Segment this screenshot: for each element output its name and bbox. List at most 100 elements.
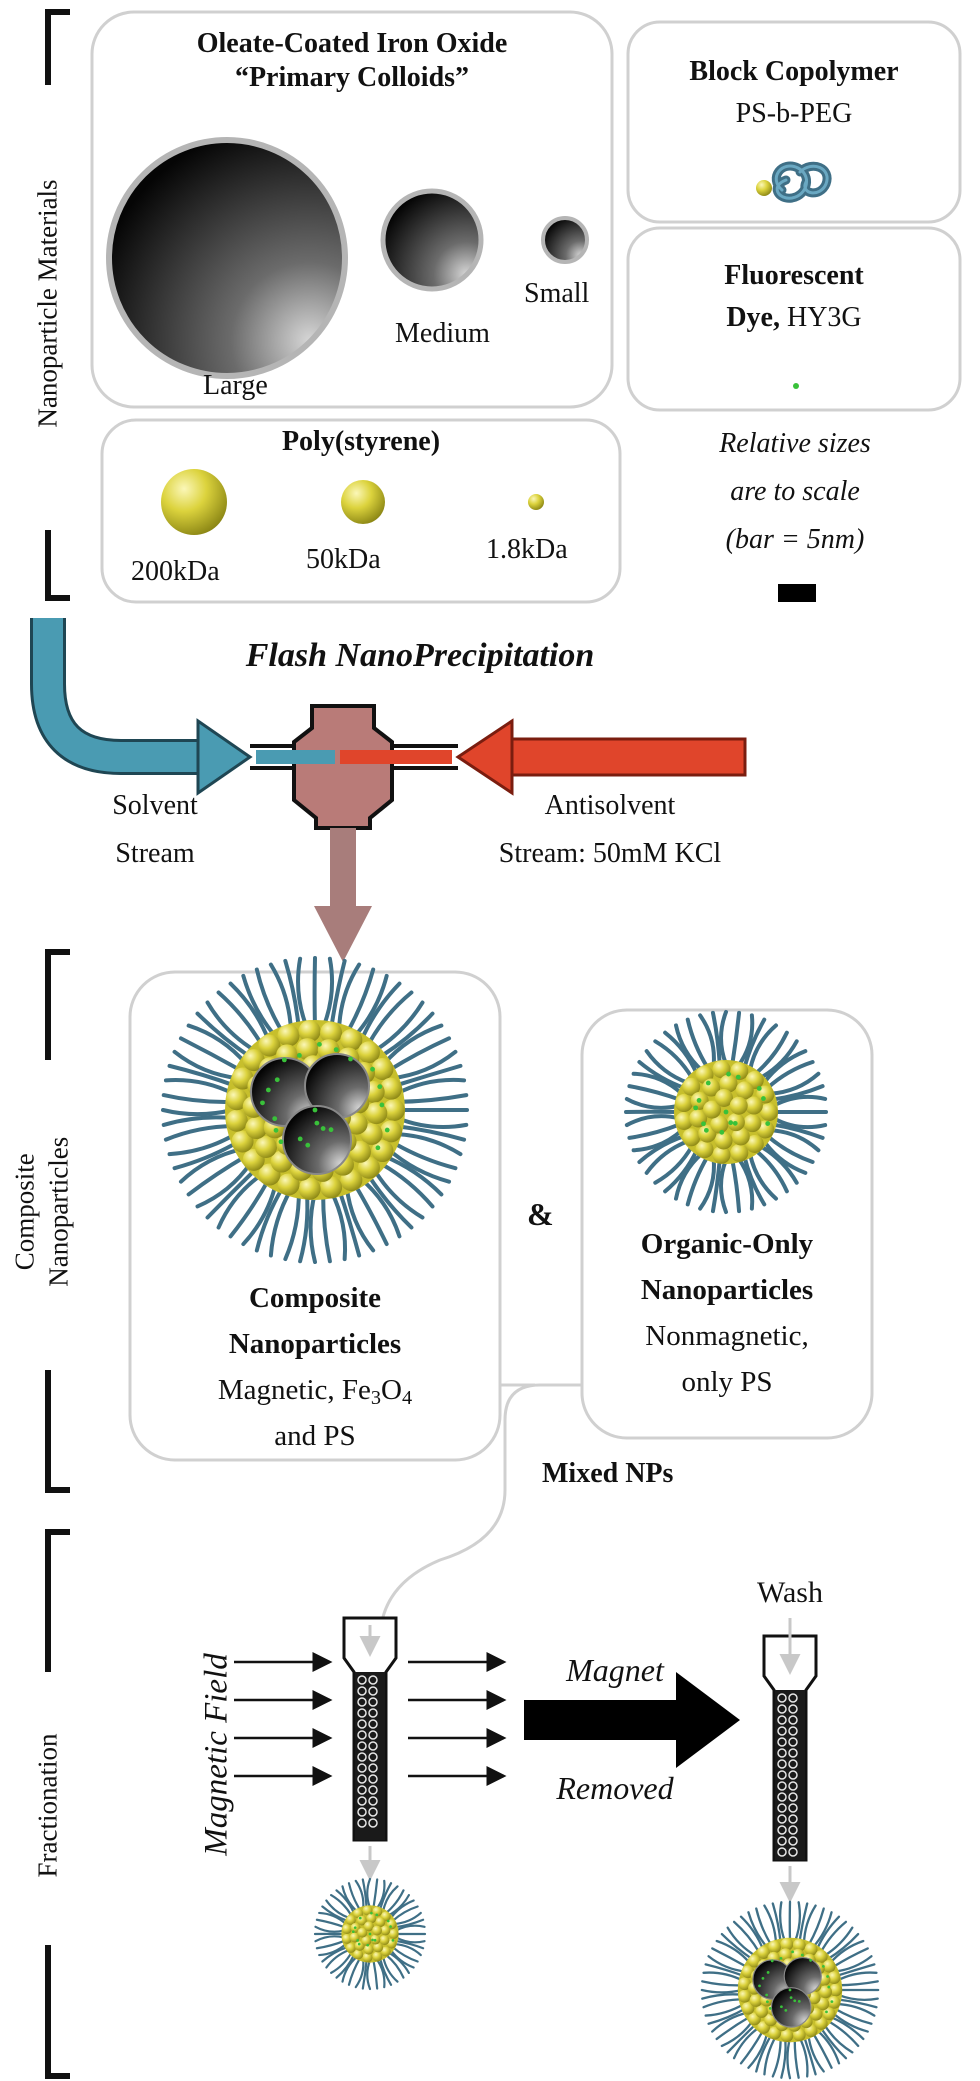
ps-bead — [298, 1177, 321, 1200]
dye-molecule — [265, 1087, 271, 1093]
peg-chain — [394, 1924, 426, 1932]
ps-bead — [743, 1114, 762, 1133]
peg-chain — [354, 1958, 365, 1989]
ps-bead — [380, 1077, 403, 1100]
ps-bead — [296, 1038, 319, 1061]
dye-molecule — [368, 1932, 372, 1936]
dye-molecule — [761, 1976, 765, 1980]
peg-chain — [314, 1935, 346, 1943]
ps-bead — [231, 1130, 254, 1153]
dye-molecule — [784, 2008, 788, 2012]
column-bead — [357, 1686, 367, 1696]
ps-bead — [365, 1102, 388, 1125]
magnet-label: Magnet — [566, 1652, 664, 1688]
ps-bead — [712, 1060, 731, 1079]
large-iron-oxide-particle — [106, 137, 348, 379]
peg-chain — [653, 1143, 695, 1185]
dye-molecule — [328, 1127, 334, 1133]
peg-chain — [325, 1899, 351, 1920]
peg-chain — [768, 1071, 821, 1096]
composite-nanoparticle — [161, 956, 469, 1264]
peg-chain — [366, 1959, 372, 1991]
composite-desc-o: O — [381, 1374, 402, 1406]
dye-group — [758, 1950, 834, 2014]
ps-bead — [255, 1136, 278, 1159]
dye-molecule — [797, 2000, 801, 2003]
dye-molecule — [373, 1938, 377, 1942]
dye-molecule — [800, 1953, 804, 1957]
dye-molecule — [317, 1041, 322, 1047]
dye-group — [260, 1041, 390, 1151]
iron-oxide-title-line2: “Primary Colloids” — [234, 62, 470, 93]
peg-chain — [736, 1156, 755, 1211]
bracket-composite — [45, 949, 70, 1493]
ps-bead — [258, 1034, 281, 1057]
dye-molecule — [370, 1911, 373, 1915]
ps-bead — [714, 1088, 733, 1107]
column-bead — [777, 1825, 787, 1835]
peg-chain — [742, 1017, 767, 1070]
copolymer-subtitle: PS-b-PEG — [735, 98, 853, 129]
ps-bead — [822, 1959, 836, 1973]
column-bead — [777, 1726, 787, 1736]
antisolvent-label-line1: Antisolvent — [544, 790, 676, 821]
iron-oxide-title-line1: Oleate-Coated Iron Oxide — [196, 28, 508, 59]
dye-molecule — [756, 1086, 762, 1091]
peg-chain — [637, 1133, 687, 1164]
dye-title-line2: Dye, HY3G — [628, 302, 960, 334]
column-bead — [357, 1708, 367, 1718]
label-large: Large — [203, 370, 268, 401]
ps-bead — [345, 1915, 356, 1926]
dye-molecule — [297, 1053, 302, 1058]
scale-note-line1: Relative sizes — [719, 428, 871, 459]
peg-chain — [372, 1958, 379, 1990]
dye-molecule — [693, 1105, 699, 1111]
dye-molecule — [728, 1120, 734, 1126]
ps-bead — [819, 1985, 832, 1999]
dye-molecule — [830, 2000, 834, 2004]
ps-bead — [792, 1938, 806, 1952]
ps-bead — [749, 1994, 763, 2007]
dye-molecule — [274, 1077, 280, 1083]
magnet-removed-arrow — [524, 1672, 740, 1768]
ps-bead — [371, 1140, 394, 1163]
peg-chain — [736, 1013, 755, 1068]
peg-chain — [315, 1918, 346, 1929]
medium-iron-oxide-particle — [380, 188, 484, 292]
column-bead — [788, 1715, 798, 1725]
iron-oxide-core-group — [752, 1956, 822, 2028]
dye-title-rest: HY3G — [779, 302, 862, 333]
peg-chain — [770, 1084, 825, 1102]
dye-molecule — [348, 1056, 353, 1062]
bracket-materials — [45, 9, 70, 601]
dye-molecule — [765, 1121, 771, 1126]
peg-chain — [378, 1882, 393, 1911]
dye-molecule — [791, 1950, 794, 1954]
dye-dot — [793, 383, 799, 389]
peg-chain — [663, 1147, 699, 1194]
dye-molecule — [768, 2007, 772, 2010]
peg-chain — [765, 1060, 815, 1091]
peg-chain — [314, 1925, 346, 1933]
dye-molecule — [766, 2000, 769, 2004]
ps-bead — [822, 2007, 836, 2021]
section-label-composite-line1: Composite — [9, 1153, 40, 1271]
dye-molecule — [320, 1126, 326, 1131]
peg-chain — [624, 1096, 681, 1110]
dye-molecule — [386, 1919, 390, 1923]
peg-chain — [318, 1942, 347, 1957]
ps-bead — [712, 1145, 731, 1164]
column-bead — [777, 1847, 787, 1857]
antisolvent-label-line2: Stream: 50mM KCl — [498, 838, 722, 869]
peg-chain — [836, 1993, 879, 2002]
ampersand: & — [527, 1196, 554, 1232]
peg-chain — [753, 1147, 789, 1194]
column-bead — [357, 1697, 367, 1707]
ps-bead — [298, 1020, 321, 1043]
peg-chain — [366, 1877, 372, 1909]
ps-50kda-particle — [341, 480, 385, 524]
peg-chain — [701, 1980, 744, 1987]
peg-chain — [335, 1953, 356, 1979]
peg-chain — [719, 1010, 728, 1067]
dye-molecule — [703, 1127, 709, 1133]
